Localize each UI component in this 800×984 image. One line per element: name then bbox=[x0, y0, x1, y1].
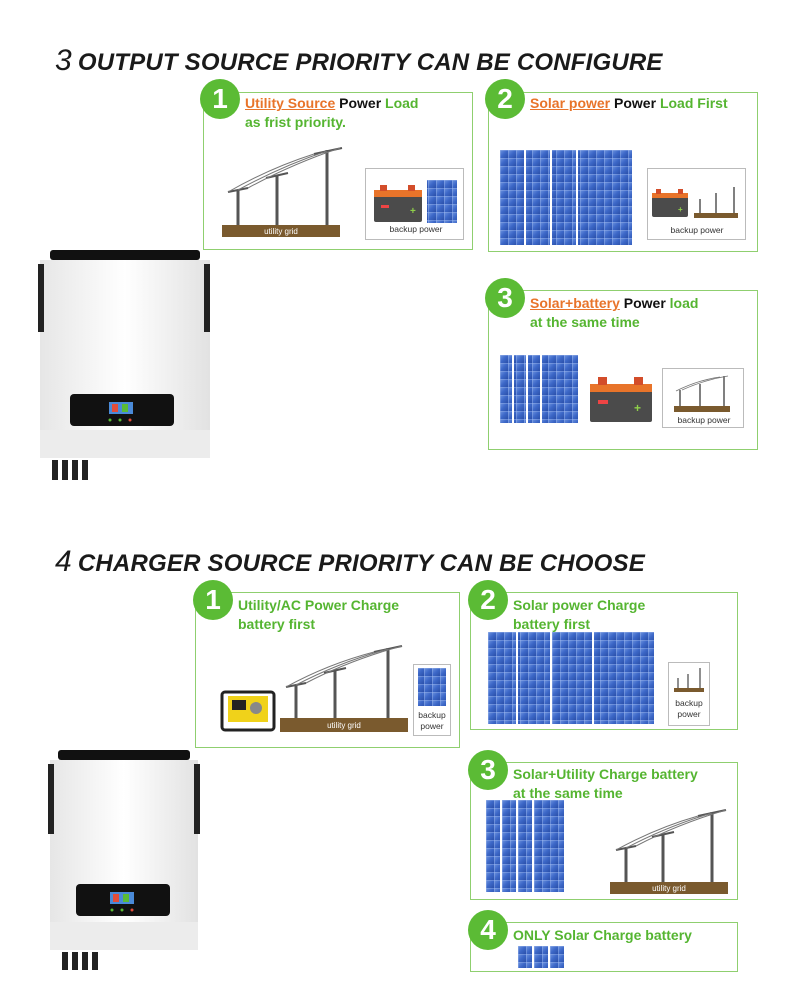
charger-option-1-line1: Utility/AC Power Charge bbox=[238, 597, 400, 613]
backup-power-frame-2 bbox=[647, 168, 746, 240]
utility-grid-label: utility grid bbox=[264, 227, 298, 236]
section-2-title: CHARGER SOURCE PRIORITY CAN BE CHOOSE bbox=[77, 550, 645, 577]
section-1-number: 3 bbox=[55, 44, 72, 77]
option-2-black: Power bbox=[614, 95, 657, 111]
charger-option-3-text: Solar+Utility Charge battery at the same… bbox=[513, 765, 698, 803]
solar-panel-icon bbox=[500, 150, 632, 245]
option-3-line2: at the same time bbox=[530, 314, 640, 330]
solar-panel-icon bbox=[500, 355, 578, 423]
charger-option-3-line2: at the same time bbox=[513, 785, 623, 801]
solar-panel-icon bbox=[488, 632, 654, 724]
option-1-line2: as frist priority. bbox=[245, 114, 346, 130]
power-label-b: power bbox=[677, 709, 700, 719]
charger-utility-label: utility grid bbox=[327, 721, 361, 730]
charger-option-1-text: Utility/AC Power Charge battery first bbox=[238, 596, 399, 634]
option-3-black: Power bbox=[623, 295, 666, 311]
option-2-highlight: Solar power bbox=[530, 95, 611, 111]
inverter-icon bbox=[48, 750, 200, 970]
option-3-text: Solar+battery Power load at the same tim… bbox=[530, 294, 698, 332]
charger-option-1-badge: 1 bbox=[193, 580, 233, 620]
charger-option-4-text: ONLY Solar Charge battery bbox=[513, 927, 692, 943]
option-2-badge: 2 bbox=[485, 79, 525, 119]
section-2-number: 4 bbox=[55, 545, 72, 578]
backup-label-a: backup bbox=[418, 710, 446, 720]
utility-grid-icon: utility grid bbox=[610, 809, 728, 894]
backup-power-label-2: backup power bbox=[671, 225, 724, 235]
section-1-title: OUTPUT SOURCE PRIORITY CAN BE CONFIGURE bbox=[77, 49, 663, 76]
option-2-text: Solar power Power Load First bbox=[530, 94, 728, 113]
option-3-badge: 3 bbox=[485, 278, 525, 318]
charger-option-4 bbox=[470, 922, 738, 972]
power-label-a: power bbox=[420, 721, 443, 731]
utility-grid-icon: backup power bbox=[674, 375, 731, 425]
battery-grid-icon: + backup power bbox=[652, 187, 738, 235]
charger-option-3-line1: Solar+Utility Charge battery bbox=[513, 766, 698, 782]
solar-panel-icon bbox=[518, 946, 564, 968]
backup-power-frame bbox=[365, 168, 464, 240]
option-3-highlight: Solar+battery bbox=[530, 295, 620, 311]
charger-utility-label-2: utility grid bbox=[652, 884, 686, 893]
charger-option-3-badge: 3 bbox=[468, 750, 508, 790]
solar-panel-icon: backup power bbox=[418, 668, 446, 731]
backup-power-label-3: backup power bbox=[678, 415, 731, 425]
svg-text:+: + bbox=[410, 206, 416, 217]
generator-icon bbox=[220, 690, 276, 732]
option-1-badge: 1 bbox=[200, 79, 240, 119]
charger-option-2-line1: Solar power Charge bbox=[513, 597, 646, 613]
charger-option-4-badge: 4 bbox=[468, 910, 508, 950]
battery-icon: + bbox=[590, 377, 652, 422]
output-option-1 bbox=[203, 92, 473, 250]
utility-grid-icon: backup power bbox=[674, 668, 704, 719]
backup-power-frame-3 bbox=[662, 368, 744, 428]
option-1-black: Power bbox=[339, 95, 382, 111]
backup-label-b: backup bbox=[675, 698, 703, 708]
charger-option-2-badge: 2 bbox=[468, 580, 508, 620]
charger-option-2-line2: battery first bbox=[513, 616, 591, 632]
battery-icon: + backup power bbox=[374, 180, 457, 234]
option-1-highlight: Utility Source bbox=[245, 95, 336, 111]
utility-grid-icon: utility grid bbox=[222, 147, 343, 237]
utility-grid-icon: utility grid bbox=[280, 645, 408, 732]
svg-text:+: + bbox=[678, 205, 683, 214]
svg-text:+: + bbox=[634, 401, 641, 415]
backup-power-label: backup power bbox=[390, 224, 443, 234]
charger-option-1-line2: battery first bbox=[238, 616, 316, 632]
option-1-text: Utility Source Power Load as frist prior… bbox=[245, 94, 419, 132]
option-3-green: load bbox=[669, 295, 699, 311]
backup-power-frame-4 bbox=[413, 664, 451, 736]
solar-panel-icon bbox=[486, 800, 564, 892]
inverter-icon bbox=[38, 250, 210, 480]
backup-power-frame-5 bbox=[668, 662, 710, 726]
option-1-green: Load bbox=[385, 95, 419, 111]
charger-option-2-text: Solar power Charge battery first bbox=[513, 596, 645, 634]
option-2-green: Load First bbox=[659, 95, 728, 111]
